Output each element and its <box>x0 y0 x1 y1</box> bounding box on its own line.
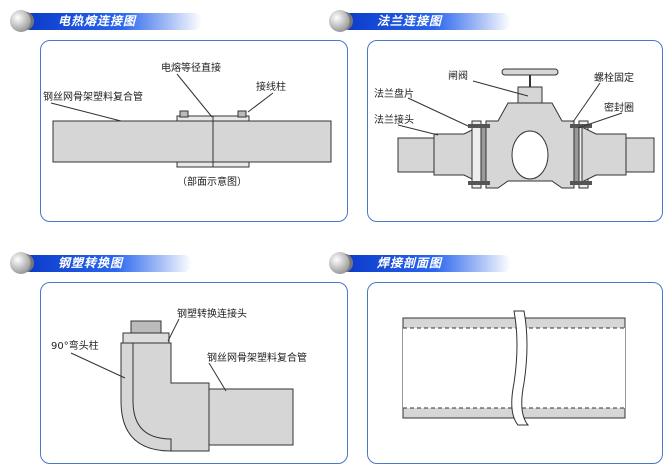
pipe-body <box>52 120 332 163</box>
label-transition: 钢塑转换连接头 <box>177 307 247 320</box>
pipe-left <box>397 137 435 173</box>
bolt-right-bottom <box>570 181 592 185</box>
electrofusion-diagram: 电熔等径直接 钢丝网骨架塑料复合管 接线柱 （部面示意图） <box>43 61 332 188</box>
section-header-weld: 焊接剖面图 <box>327 250 527 276</box>
valve-bonnet <box>517 86 543 104</box>
section-header-electrofusion: 电热熔连接图 <box>8 8 208 34</box>
bolt-left-top <box>468 124 490 128</box>
header-bar <box>22 13 202 30</box>
composite-pipe <box>208 388 294 446</box>
label-coupler: 电熔等径直接 <box>161 61 221 74</box>
label-terminal: 接线柱 <box>256 80 286 93</box>
seal-right <box>573 126 580 183</box>
terminal-left <box>179 110 189 118</box>
section-title: 法兰连接图 <box>377 14 443 28</box>
steel-plastic-diagram: 钢塑转换连接头 90°弯头柱 钢丝网骨架塑料复合管 <box>51 307 307 452</box>
sphere-icon <box>10 10 34 32</box>
section-title: 焊接剖面图 <box>377 256 443 270</box>
sphere-icon <box>10 252 34 274</box>
label-flange-plate: 法兰盘片 <box>374 87 414 100</box>
pipe-right <box>625 137 655 173</box>
transition-cap <box>130 320 162 334</box>
header-bar <box>22 255 192 272</box>
section-title: 电热熔连接图 <box>58 14 137 28</box>
weld-diagram <box>402 310 626 426</box>
label-bolt: 螺栓固定 <box>594 71 634 84</box>
transition-ring <box>122 332 170 344</box>
seal-left <box>480 126 487 183</box>
sphere-icon <box>329 252 353 274</box>
section-header-flange: 法兰连接图 <box>327 8 527 34</box>
elbow-inner <box>132 343 172 451</box>
valve-handwheel <box>501 68 559 76</box>
flange-plate-left <box>471 120 482 189</box>
terminal-right <box>237 110 247 118</box>
sphere-icon <box>329 10 353 32</box>
panel-weld <box>367 282 663 464</box>
valve-ball <box>511 130 549 180</box>
bolt-left-bottom <box>468 181 490 185</box>
weld-seam <box>511 310 530 426</box>
panel-electrofusion: 电熔等径直接 钢丝网骨架塑料复合管 接线柱 （部面示意图） <box>40 40 348 222</box>
section-header-steel-plastic: 钢塑转换图 <box>8 250 208 276</box>
flange-joint-right <box>581 126 627 183</box>
bolt-right-top <box>570 124 592 128</box>
section-title: 钢塑转换图 <box>58 256 124 270</box>
panel-steel-plastic: 钢塑转换连接头 90°弯头柱 钢丝网骨架塑料复合管 <box>40 282 348 464</box>
label-note: （部面示意图） <box>177 175 247 188</box>
label-elbow: 90°弯头柱 <box>51 339 99 352</box>
flange-joint-left <box>433 126 479 183</box>
label-pipe: 钢丝网骨架塑料复合管 <box>43 90 143 103</box>
elbow <box>120 342 210 452</box>
header-bar <box>341 13 511 30</box>
header-bar <box>341 255 511 272</box>
label-pipe: 钢丝网骨架塑料复合管 <box>207 351 307 364</box>
label-flange-joint: 法兰接头 <box>374 113 414 126</box>
label-gate-valve: 闸阀 <box>448 69 468 82</box>
label-seal: 密封圈 <box>604 101 634 114</box>
panel-flange: 闸阀 螺栓固定 法兰盘片 密封圈 法兰接头 <box>367 40 663 222</box>
flange-diagram: 闸阀 螺栓固定 法兰盘片 密封圈 法兰接头 <box>374 68 655 189</box>
